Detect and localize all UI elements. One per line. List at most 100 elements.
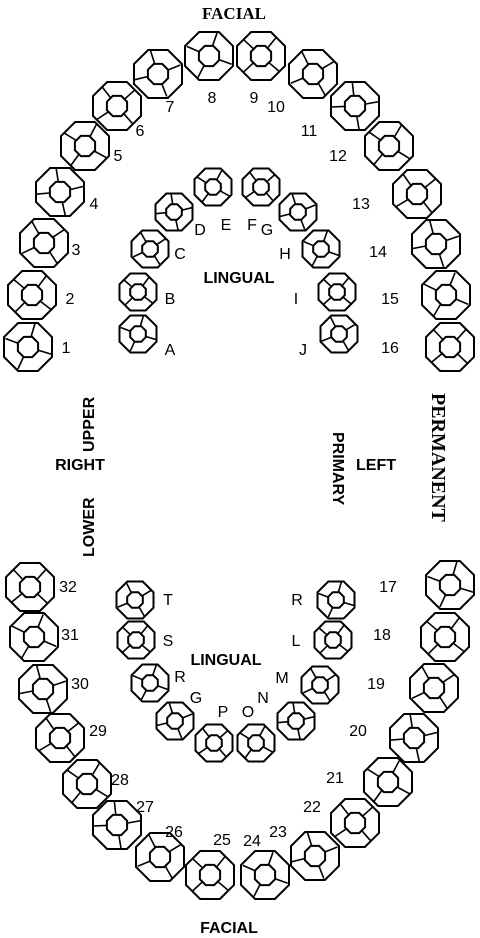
tooth-permanent-upper-12[interactable] — [364, 121, 414, 171]
tooth-surface-divider — [268, 62, 281, 73]
tooth-occlusal-surface — [73, 134, 97, 158]
tooth-surface-divider — [141, 589, 152, 597]
tooth-permanent-upper-9[interactable] — [236, 31, 286, 81]
tooth-surface-divider — [439, 594, 447, 608]
tooth-surface-divider — [450, 617, 461, 630]
tooth-permanent-lower-20[interactable] — [389, 713, 439, 763]
tooth-permanent-upper-15[interactable] — [421, 270, 471, 320]
tooth-surface-divider — [124, 89, 136, 100]
tooth-permanent-upper-2[interactable] — [7, 270, 57, 320]
tooth-surface-divider — [303, 240, 315, 247]
tooth-number-label: 15 — [381, 291, 399, 308]
tooth-occlusal-surface — [204, 178, 222, 196]
tooth-surface-divider — [117, 602, 128, 608]
tooth-primary-upper-D[interactable] — [154, 192, 194, 232]
tooth-primary-lower-R[interactable] — [130, 663, 170, 703]
tooth-permanent-upper-5[interactable] — [60, 121, 110, 171]
tooth-occlusal-surface — [312, 240, 330, 258]
tooth-primary-upper-J[interactable] — [319, 314, 359, 354]
tooth-permanent-upper-4[interactable] — [35, 167, 85, 217]
tooth-permanent-upper-1[interactable] — [3, 322, 53, 372]
tooth-permanent-upper-13[interactable] — [392, 169, 442, 219]
tooth-surface-divider — [21, 645, 30, 659]
tooth-surface-divider — [198, 746, 208, 755]
tooth-occlusal-surface — [343, 811, 367, 835]
tooth-occlusal-surface — [126, 591, 144, 609]
tooth-surface-divider — [321, 61, 335, 70]
tooth-permanent-lower-23[interactable] — [290, 831, 340, 881]
tooth-primary-upper-C[interactable] — [130, 229, 170, 269]
tooth-surface-divider — [337, 581, 343, 593]
tooth-occlusal-surface — [376, 770, 400, 794]
tooth-permanent-lower-32[interactable] — [5, 562, 55, 612]
tooth-surface-divider — [427, 575, 441, 583]
tooth-permanent-lower-28[interactable] — [62, 759, 112, 809]
tooth-permanent-lower-19[interactable] — [409, 663, 459, 713]
tooth-surface-divider — [38, 742, 52, 752]
tooth-occlusal-surface — [247, 734, 265, 752]
tooth-surface-divider — [373, 153, 384, 166]
tooth-surface-divider — [455, 298, 469, 306]
tooth-primary-lower-M[interactable] — [300, 665, 340, 705]
tooth-surface-divider — [196, 176, 207, 184]
tooth-permanent-lower-27[interactable] — [92, 800, 142, 850]
tooth-permanent-upper-6[interactable] — [92, 81, 142, 131]
tooth-permanent-lower-21[interactable] — [363, 757, 413, 807]
tooth-surface-divider — [321, 336, 332, 342]
tooth-surface-divider — [306, 832, 313, 847]
lingual-lower-label: LINGUAL — [190, 652, 261, 669]
tooth-number-label: A — [165, 342, 176, 359]
tooth-primary-upper-E[interactable] — [193, 167, 233, 207]
tooth-primary-lower-Q[interactable] — [155, 701, 195, 741]
tooth-permanent-lower-18[interactable] — [420, 612, 470, 662]
tooth-permanent-upper-10[interactable] — [288, 49, 338, 99]
tooth-surface-divider — [459, 587, 474, 593]
tooth-primary-upper-B[interactable] — [118, 272, 158, 312]
tooth-primary-upper-I[interactable] — [317, 272, 357, 312]
tooth-primary-upper-G[interactable] — [278, 192, 318, 232]
tooth-primary-lower-L[interactable] — [313, 620, 353, 660]
tooth-permanent-lower-29[interactable] — [35, 713, 85, 763]
tooth-occlusal-surface — [197, 44, 221, 68]
tooth-number-label: 22 — [303, 799, 321, 816]
tooth-permanent-lower-31[interactable] — [9, 612, 59, 662]
tooth-surface-divider — [244, 749, 252, 759]
tooth-permanent-upper-11[interactable] — [330, 81, 380, 131]
tooth-surface-divider — [14, 301, 26, 313]
tooth-occlusal-surface — [324, 631, 342, 649]
tooth-primary-lower-P[interactable] — [194, 723, 234, 763]
tooth-surface-divider — [197, 64, 205, 78]
tooth-surface-divider — [37, 349, 52, 355]
tooth-primary-lower-T[interactable] — [115, 580, 155, 620]
tooth-permanent-upper-14[interactable] — [411, 219, 461, 269]
tooth-permanent-lower-24[interactable] — [240, 850, 290, 900]
tooth-surface-divider — [65, 745, 76, 758]
tooth-permanent-upper-8[interactable] — [184, 31, 234, 81]
tooth-surface-divider — [211, 32, 218, 47]
tooth-surface-divider — [345, 323, 356, 331]
lower-label: LOWER — [81, 497, 98, 557]
tooth-primary-upper-A[interactable] — [118, 314, 158, 354]
tooth-primary-lower-K[interactable] — [316, 580, 356, 620]
tooth-primary-lower-S[interactable] — [116, 620, 156, 660]
tooth-permanent-lower-17[interactable] — [425, 560, 475, 610]
tooth-surface-divider — [242, 62, 254, 73]
tooth-permanent-upper-16[interactable] — [425, 322, 475, 372]
tooth-permanent-lower-22[interactable] — [330, 798, 380, 848]
tooth-permanent-lower-30[interactable] — [18, 664, 68, 714]
tooth-occlusal-surface — [405, 182, 429, 206]
tooth-surface-divider — [423, 731, 438, 737]
tooth-surface-divider — [409, 713, 414, 728]
tooth-permanent-lower-25[interactable] — [185, 850, 235, 900]
tooth-primary-upper-H[interactable] — [301, 229, 341, 269]
tooth-surface-divider — [52, 229, 65, 238]
tooth-surface-divider — [161, 83, 168, 97]
tooth-surface-divider — [153, 255, 161, 266]
tooth-permanent-upper-3[interactable] — [19, 218, 69, 268]
tooth-surface-divider — [258, 726, 266, 737]
tooth-primary-upper-F[interactable] — [241, 167, 281, 207]
tooth-primary-lower-O[interactable] — [236, 723, 276, 763]
tooth-primary-lower-N[interactable] — [276, 701, 316, 741]
tooth-permanent-lower-26[interactable] — [135, 832, 185, 882]
tooth-permanent-upper-7[interactable] — [133, 49, 183, 99]
